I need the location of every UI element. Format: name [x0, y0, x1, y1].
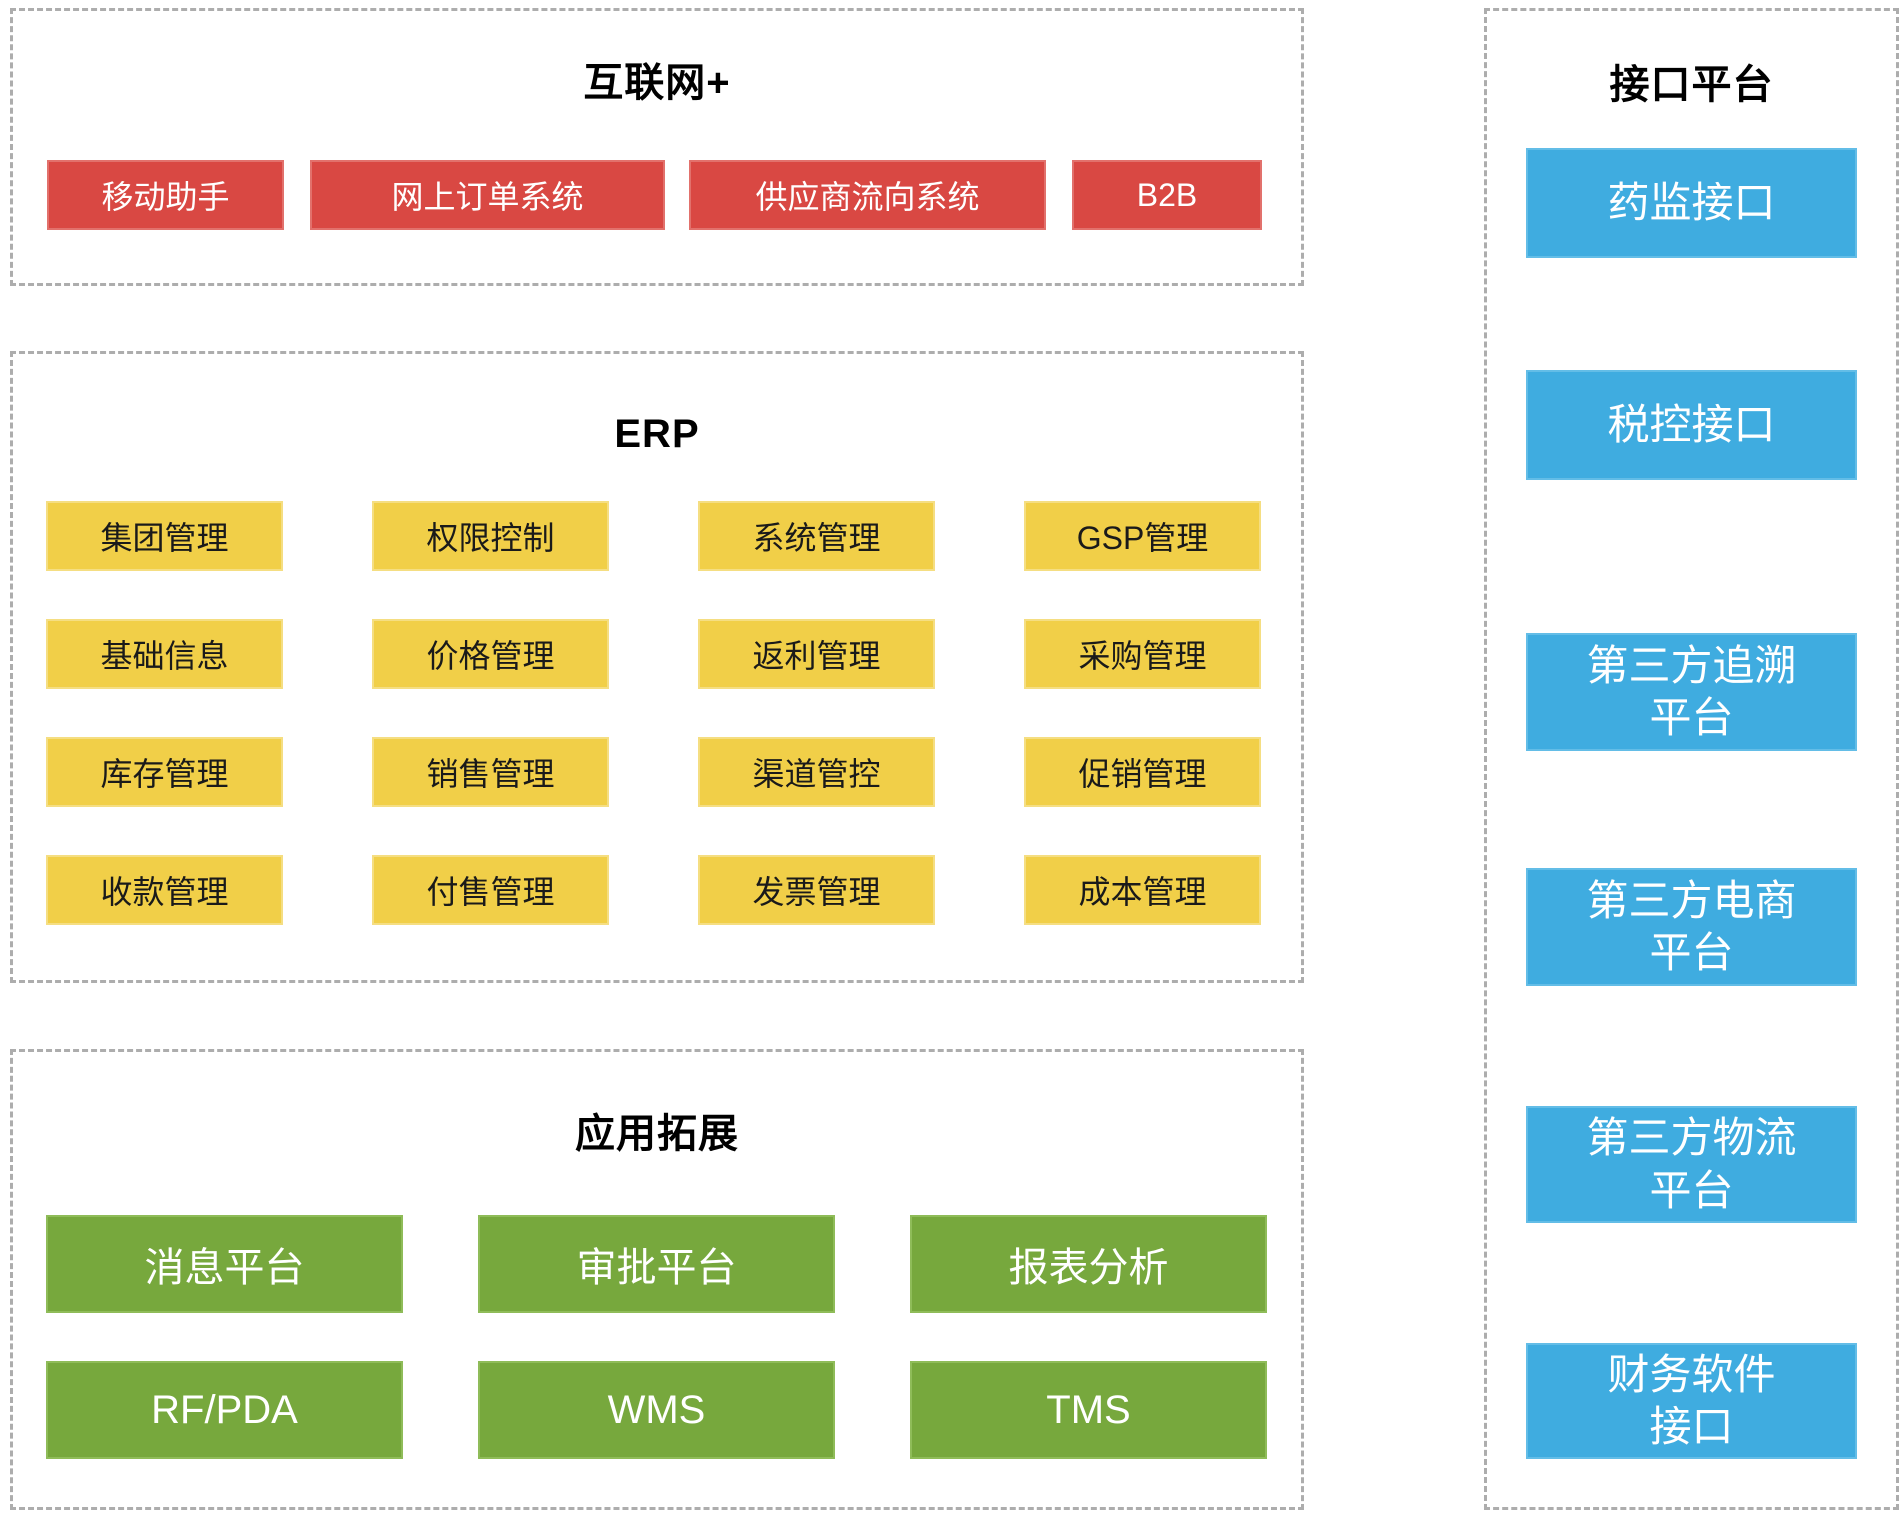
section-interface-platform: 接口平台 药监接口 税控接口 第三方追溯 平台 第三方电商 平台 第三方物流 平… [1484, 8, 1899, 1510]
internet-item-supplier-flow-system: 供应商流向系统 [689, 160, 1046, 230]
internet-items-row: 移动助手 网上订单系统 供应商流向系统 B2B [13, 160, 1301, 230]
erp-item-permission-control: 权限控制 [372, 501, 609, 571]
erp-item-rebate-mgmt: 返利管理 [698, 619, 935, 689]
erp-item-sales-mgmt: 销售管理 [372, 737, 609, 807]
erp-items-grid: 集团管理 权限控制 系统管理 GSP管理 基础信息 价格管理 返利管理 采购管理… [46, 501, 1261, 925]
app-item-tms: TMS [910, 1361, 1267, 1459]
erp-item-payment-mgmt: 付售管理 [372, 855, 609, 925]
interface-item-tax-control: 税控接口 [1526, 370, 1857, 480]
interface-item-finance-software-interface: 财务软件 接口 [1526, 1343, 1857, 1459]
interface-item-third-party-trace-platform: 第三方追溯 平台 [1526, 633, 1857, 751]
app-item-wms: WMS [478, 1361, 835, 1459]
erp-item-channel-control: 渠道管控 [698, 737, 935, 807]
section-app-extension: 应用拓展 消息平台 审批平台 报表分析 RF/PDA WMS TMS [10, 1049, 1304, 1510]
erp-item-price-mgmt: 价格管理 [372, 619, 609, 689]
erp-item-procurement-mgmt: 采购管理 [1024, 619, 1261, 689]
section-internet-title: 互联网+ [583, 61, 731, 105]
erp-item-inventory-mgmt: 库存管理 [46, 737, 283, 807]
app-items-grid: 消息平台 审批平台 报表分析 RF/PDA WMS TMS [46, 1215, 1267, 1459]
internet-item-b2b: B2B [1072, 160, 1262, 230]
erp-item-cost-mgmt: 成本管理 [1024, 855, 1261, 925]
interface-item-third-party-ecommerce-platform: 第三方电商 平台 [1526, 868, 1857, 986]
app-item-approval-platform: 审批平台 [478, 1215, 835, 1313]
interface-item-drug-regulatory: 药监接口 [1526, 148, 1857, 258]
erp-item-receipt-mgmt: 收款管理 [46, 855, 283, 925]
erp-item-system-mgmt: 系统管理 [698, 501, 935, 571]
app-item-report-analysis: 报表分析 [910, 1215, 1267, 1313]
app-item-message-platform: 消息平台 [46, 1215, 403, 1313]
erp-item-promotion-mgmt: 促销管理 [1024, 737, 1261, 807]
section-interface-platform-title: 接口平台 [1609, 63, 1774, 107]
interface-item-third-party-logistics-platform: 第三方物流 平台 [1526, 1106, 1857, 1223]
section-internet: 互联网+ 移动助手 网上订单系统 供应商流向系统 B2B [10, 8, 1304, 286]
erp-item-group-mgmt: 集团管理 [46, 501, 283, 571]
interface-items-list: 药监接口 税控接口 第三方追溯 平台 第三方电商 平台 第三方物流 平台 财务软… [1487, 11, 1896, 1507]
erp-item-basic-info: 基础信息 [46, 619, 283, 689]
internet-item-online-order-system: 网上订单系统 [310, 160, 665, 230]
section-app-extension-title: 应用拓展 [575, 1112, 739, 1156]
internet-item-mobile-assistant: 移动助手 [47, 160, 284, 230]
section-erp: ERP 集团管理 权限控制 系统管理 GSP管理 基础信息 价格管理 返利管理 … [10, 351, 1304, 983]
erp-item-gsp-mgmt: GSP管理 [1024, 501, 1261, 571]
erp-item-invoice-mgmt: 发票管理 [698, 855, 935, 925]
section-erp-title: ERP [614, 412, 700, 456]
app-item-rf-pda: RF/PDA [46, 1361, 403, 1459]
